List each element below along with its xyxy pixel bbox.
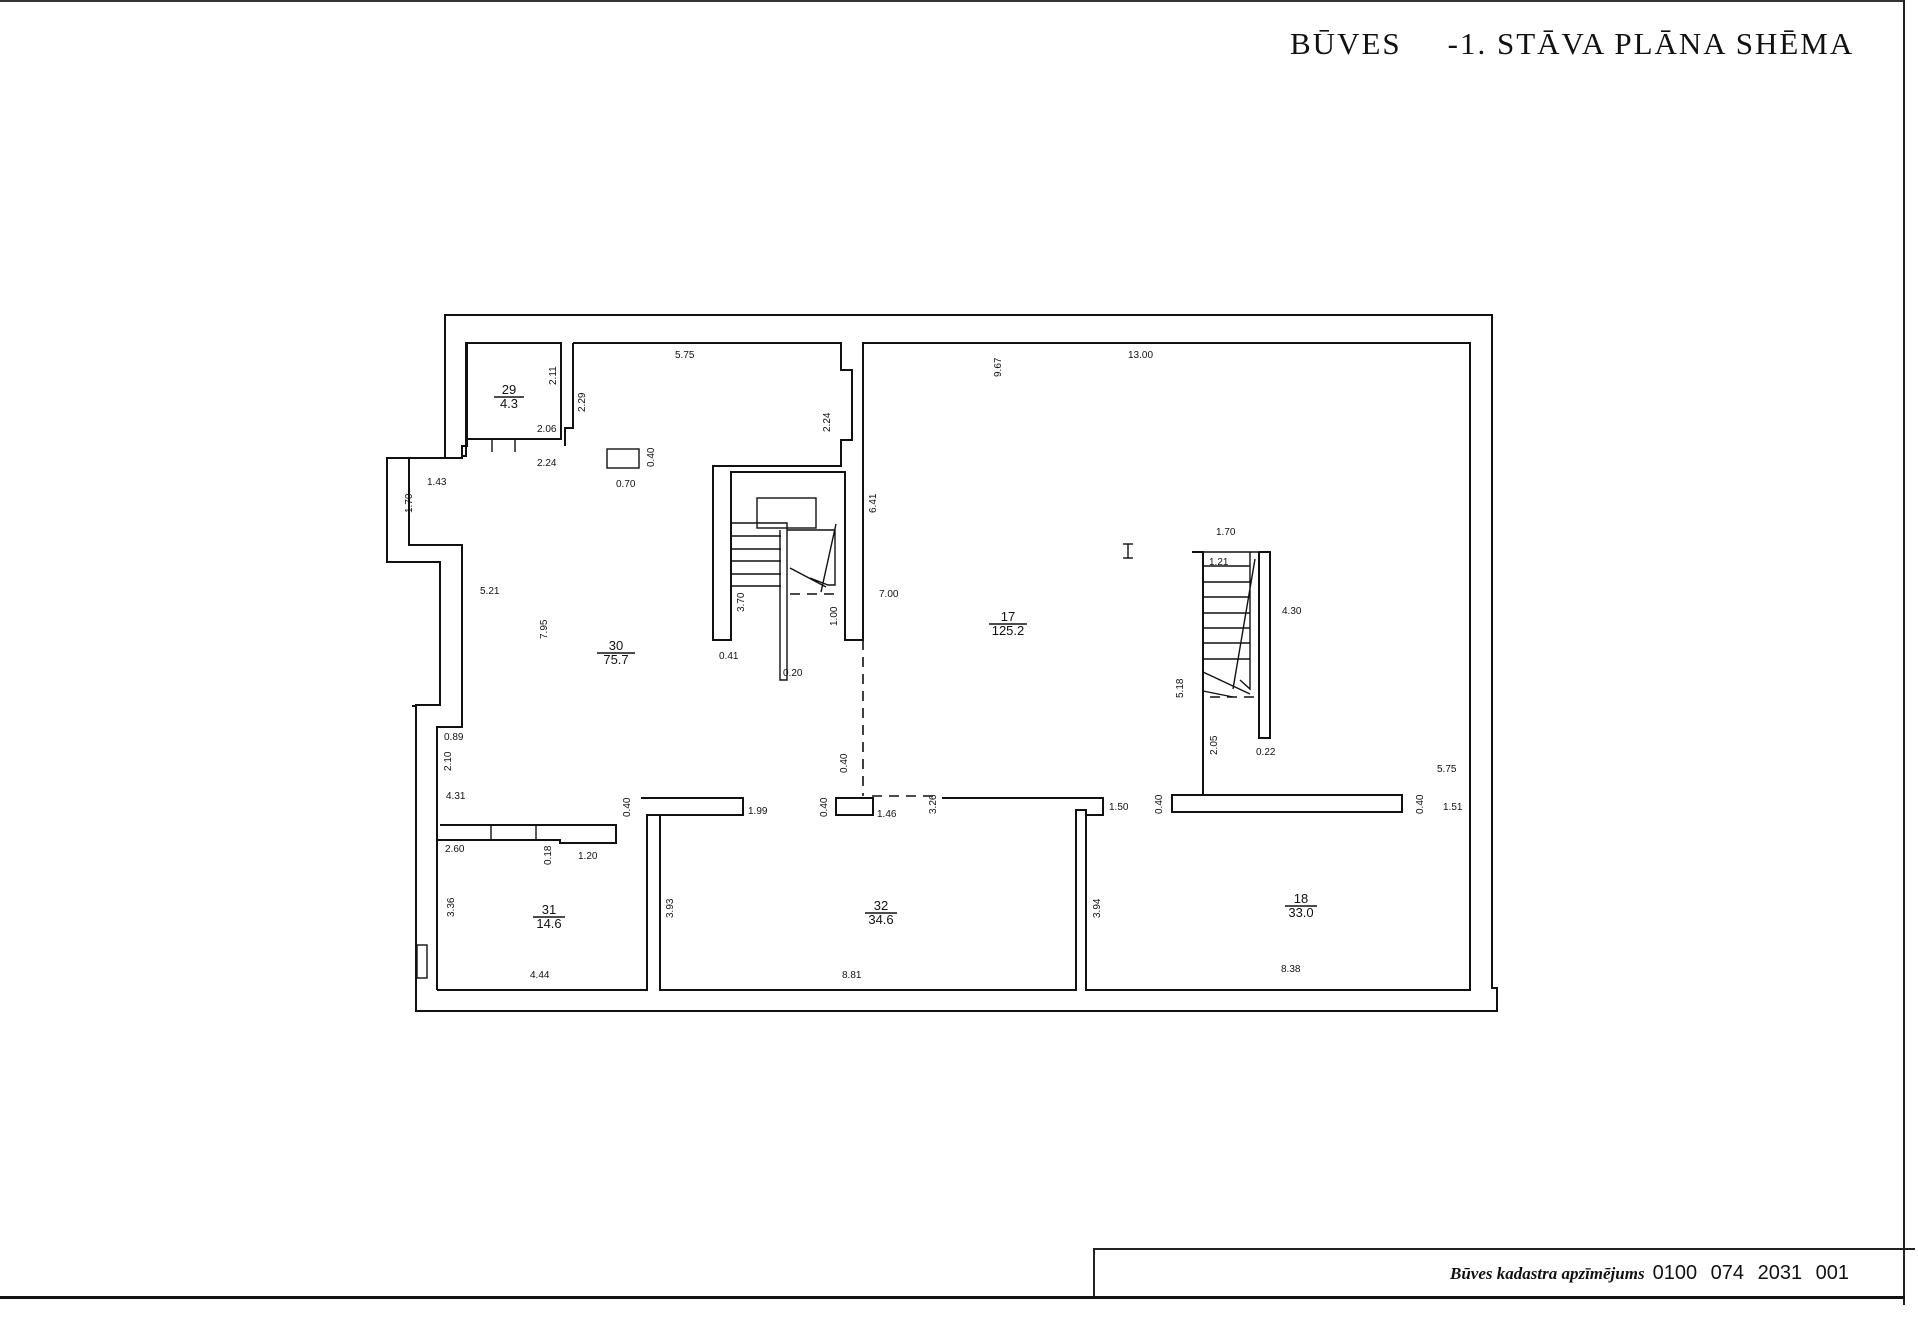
room-31-door — [490, 825, 537, 840]
outer-wall — [386, 314, 1498, 1012]
south-pillar — [835, 797, 874, 816]
dim-label: 1.50 — [1109, 802, 1129, 813]
dim-label: 4.31 — [446, 791, 466, 802]
dim-label: 2.10 — [443, 751, 454, 771]
bottom-border — [0, 1296, 1905, 1299]
dim-label: 2.29 — [577, 392, 588, 412]
dim-label: 6.41 — [868, 493, 879, 513]
room-29-walls — [465, 342, 562, 440]
top-border — [0, 0, 1903, 2]
dim-label: 3.94 — [1092, 898, 1103, 918]
window — [416, 944, 428, 979]
stair-right-flight — [1202, 551, 1259, 698]
dim-label: 0.40 — [839, 753, 850, 773]
room-30-walls — [437, 342, 1471, 991]
dim-label: 1.20 — [578, 851, 598, 862]
dim-label: 0.40 — [1415, 794, 1426, 814]
cadastre-number: 0100 074 2031 001 — [1652, 1262, 1849, 1284]
svg-text:18: 18 — [1294, 891, 1308, 906]
dim-label: 5.18 — [1175, 678, 1186, 698]
dim-label: 1.43 — [427, 477, 447, 488]
dim-label: 0.40 — [819, 797, 830, 817]
svg-text:125.2: 125.2 — [992, 623, 1025, 638]
right-border — [1903, 0, 1905, 1305]
svg-text:4.3: 4.3 — [500, 396, 518, 411]
svg-text:33.0: 33.0 — [1288, 905, 1313, 920]
dim-label: 2.24 — [537, 458, 557, 469]
svg-text:34.6: 34.6 — [868, 912, 893, 927]
dim-label: 1.99 — [748, 806, 768, 817]
outer-wall-inner — [408, 343, 468, 990]
south-wall-right — [1171, 794, 1403, 813]
dim-label: 8.81 — [842, 970, 862, 981]
dim-label: 2.60 — [445, 844, 465, 855]
dim-label: 2.06 — [537, 424, 557, 435]
svg-text:30: 30 — [609, 638, 623, 653]
room-30-inner-west — [564, 343, 574, 446]
dim-label: 7.00 — [879, 589, 899, 600]
south-wall-mid1 — [641, 797, 744, 816]
dim-label: 4.30 — [1282, 606, 1302, 617]
dim-label: 13.00 — [1128, 350, 1153, 361]
south-wall-left — [437, 824, 617, 844]
svg-text:14.6: 14.6 — [536, 916, 561, 931]
dim-label: 1.70 — [404, 493, 415, 513]
dim-label: 0.70 — [616, 479, 636, 490]
dim-label: 7.95 — [539, 619, 550, 639]
dim-label: 0.40 — [1154, 794, 1165, 814]
dim-label: 1.70 — [1216, 527, 1236, 538]
dim-label: 3.70 — [736, 592, 747, 612]
svg-text:75.7: 75.7 — [603, 652, 628, 667]
svg-text:31: 31 — [542, 902, 556, 917]
cadastre-text: Būves kadastra apzīmējums 0100 074 2031 0… — [1450, 1262, 1849, 1285]
stair-right-walls — [1192, 551, 1271, 795]
dim-label: 0.89 — [444, 732, 464, 743]
stair-left-flight — [731, 522, 837, 681]
dim-label: 0.40 — [622, 797, 633, 817]
room-29-door — [491, 440, 516, 452]
dim-label: 0.18 — [543, 845, 554, 865]
cadastre-stamp: Būves kadastra apzīmējums 0100 074 2031 0… — [1093, 1248, 1915, 1297]
svg-text:32: 32 — [874, 898, 888, 913]
level-mark — [1123, 543, 1133, 559]
south-wall-mid2 — [942, 797, 1104, 816]
dim-label: 0.40 — [646, 447, 657, 467]
dim-label: 2.24 — [822, 412, 833, 432]
dim-label: 1.51 — [1443, 802, 1463, 813]
dim-label: 5.75 — [1437, 764, 1457, 775]
title-part2: -1. STĀVA PLĀNA SHĒMA — [1447, 26, 1855, 61]
dim-label: 2.05 — [1209, 735, 1220, 755]
page-title: BŪVES -1. STĀVA PLĀNA SHĒMA — [1290, 26, 1854, 62]
dim-label: 5.75 — [675, 350, 695, 361]
dim-label: 1.46 — [877, 809, 897, 820]
dim-label: 8.38 — [1281, 964, 1301, 975]
room-label-29: 294.3 — [494, 382, 524, 411]
dim-label: 2.11 — [548, 366, 559, 385]
dim-label: 5.21 — [480, 586, 500, 597]
dim-label: 1.00 — [829, 606, 840, 626]
title-part1: BŪVES — [1290, 26, 1402, 61]
dim-label: 0.20 — [783, 668, 803, 679]
room-30-west — [462, 440, 467, 457]
dim-label: 1.21 — [1209, 557, 1229, 568]
svg-text:17: 17 — [1001, 609, 1015, 624]
svg-text:29: 29 — [502, 382, 516, 397]
dim-label: 0.41 — [719, 651, 739, 662]
column — [606, 448, 640, 469]
dim-label: 3.26 — [928, 794, 939, 814]
cadastre-label: Būves kadastra apzīmējums — [1450, 1264, 1645, 1283]
dim-label: 9.67 — [993, 357, 1004, 377]
dim-label: 0.22 — [1256, 747, 1276, 758]
dim-label: 3.36 — [446, 897, 457, 917]
dim-label: 4.44 — [530, 970, 550, 981]
dim-label: 3.93 — [665, 898, 676, 918]
